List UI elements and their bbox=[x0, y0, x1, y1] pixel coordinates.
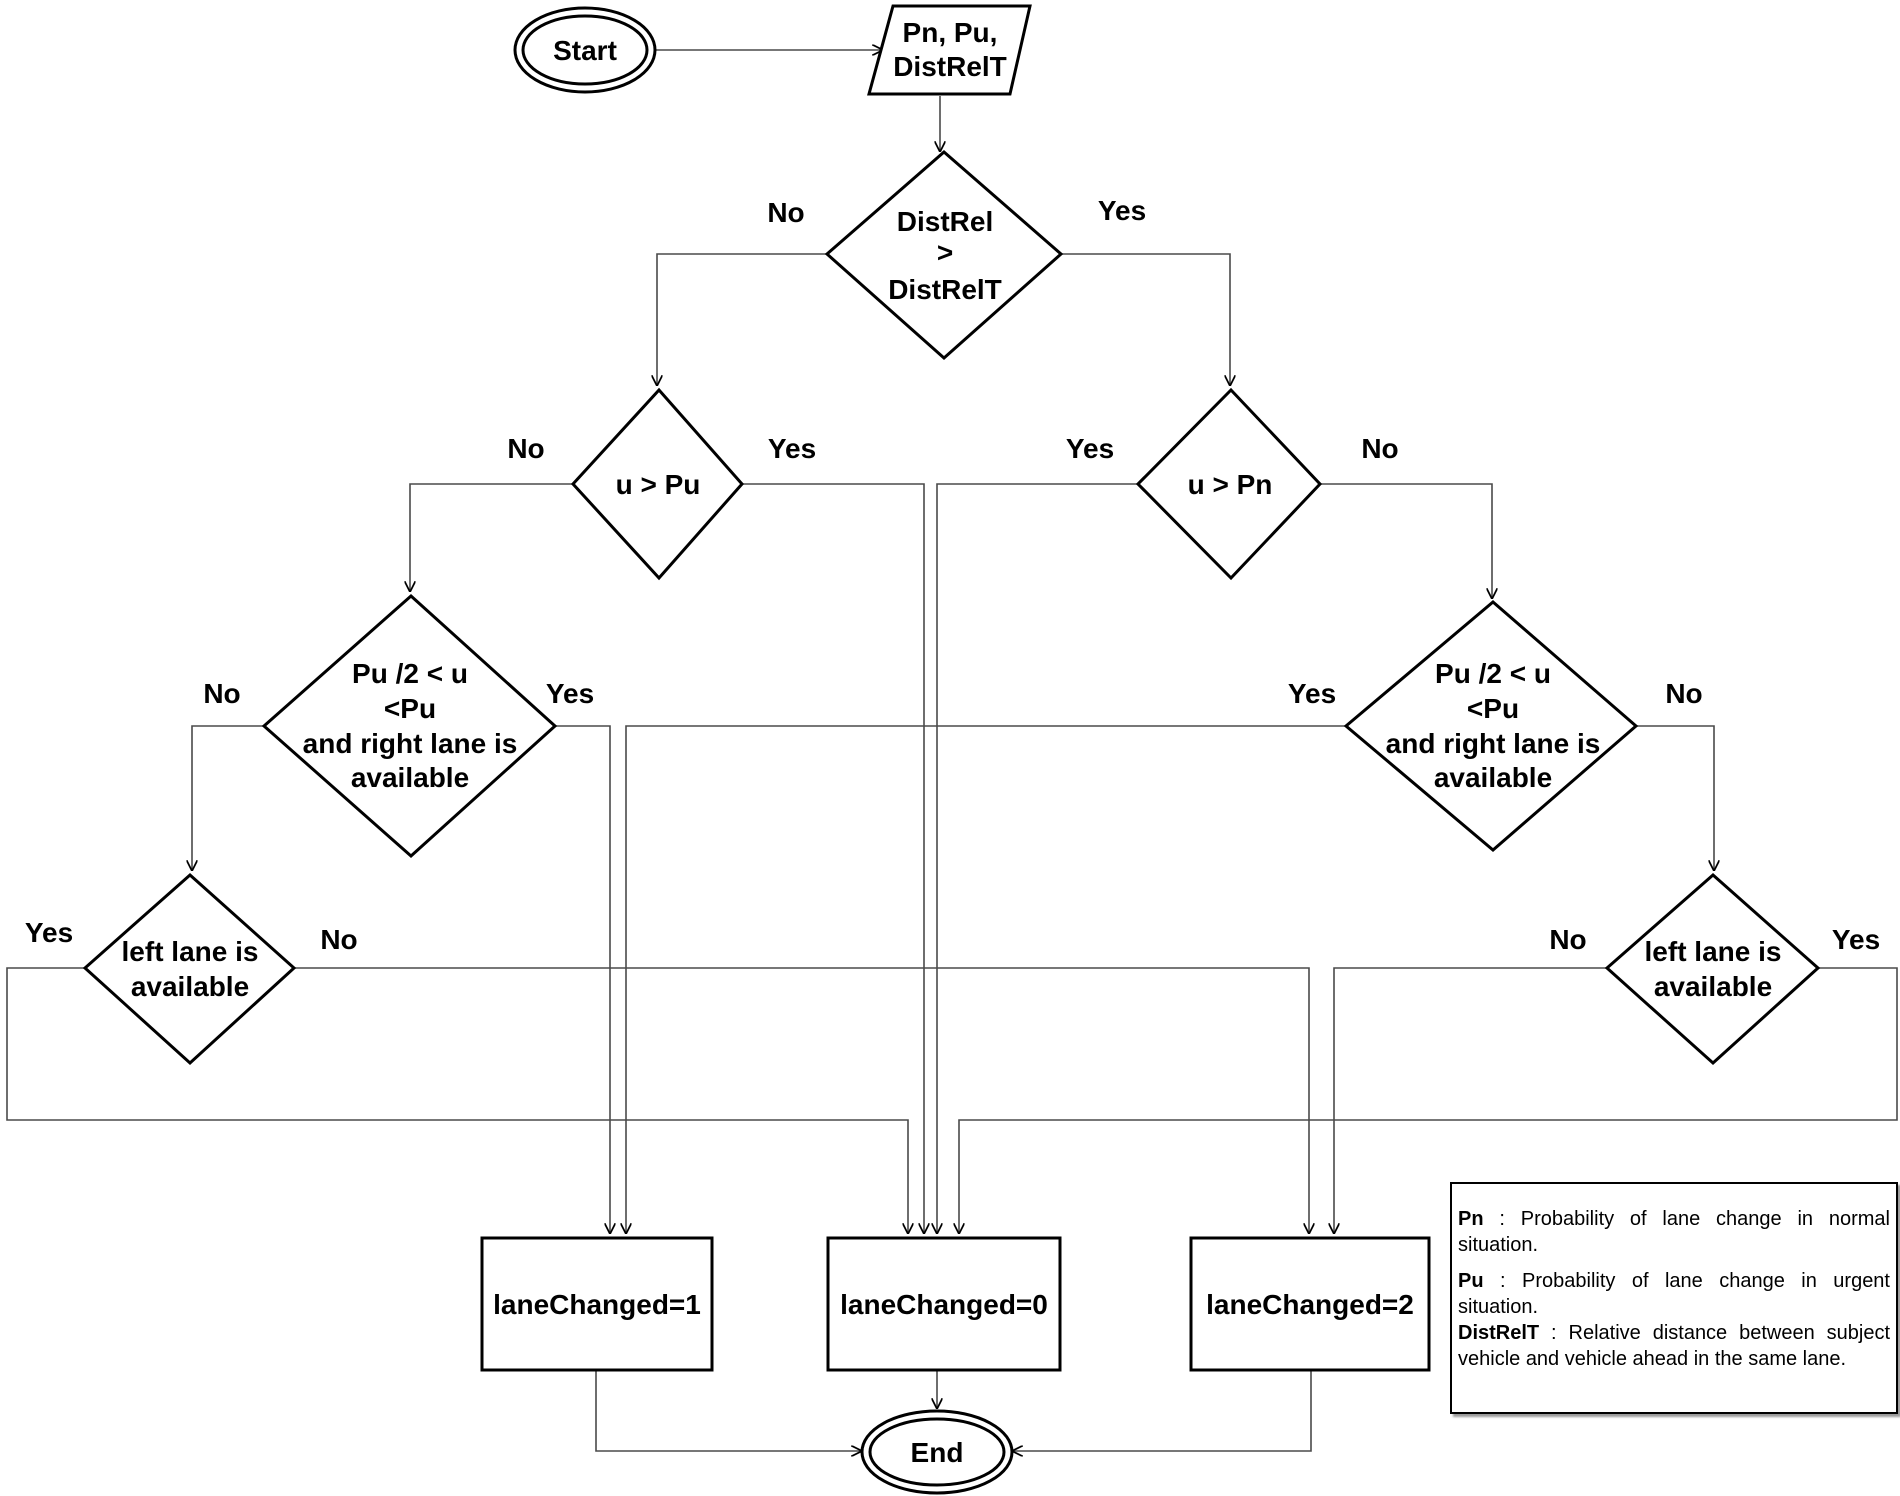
edge-dist-yes bbox=[1058, 253, 1230, 386]
left-range-line-3: and right lane is bbox=[303, 728, 518, 759]
result-2-box bbox=[1189, 1236, 1431, 1372]
right-range-line-4: available bbox=[1434, 762, 1552, 793]
legend-pu-definition: : Probability of lane change in urgent s… bbox=[1458, 1270, 1890, 1318]
edge-left-lane-left-yes bbox=[6, 967, 908, 1234]
edge-u-pu-yes bbox=[742, 483, 924, 1234]
left-range-decision-diamond bbox=[261, 593, 558, 859]
legend-box: Pn : Probability of lane change in norma… bbox=[1450, 1182, 1898, 1414]
u-pn-no-label: No bbox=[1361, 433, 1398, 464]
left-range-line-1: Pu /2 < u bbox=[352, 658, 468, 689]
left-range-line-4: available bbox=[351, 762, 469, 793]
right-range-line-1: Pu /2 < u bbox=[1435, 658, 1551, 689]
dist-decision-line-2: > bbox=[937, 237, 953, 268]
left-lane-right-line-1: left lane is bbox=[1645, 936, 1782, 967]
u-pn-yes-label: Yes bbox=[1066, 433, 1114, 464]
edge-left-lane-left-no bbox=[294, 967, 1309, 1234]
dist-no-label: No bbox=[767, 197, 804, 228]
u-pn-decision-label: u > Pn bbox=[1188, 469, 1273, 500]
result-2-label: laneChanged=2 bbox=[1206, 1289, 1414, 1320]
right-range-line-3: and right lane is bbox=[1386, 728, 1601, 759]
edge-right-range-no bbox=[1636, 725, 1714, 871]
edge-u-pn-yes bbox=[937, 483, 1138, 1234]
dist-decision-line-1: DistRel bbox=[897, 206, 993, 237]
connectors bbox=[6, 50, 1898, 1451]
edge-u-pn-no bbox=[1320, 483, 1492, 599]
node-labels: Start Pn, Pu, DistRelT DistRel > DistRel… bbox=[122, 17, 1782, 1468]
end-terminal-inner bbox=[868, 1417, 1006, 1487]
left-lane-left-line-1: left lane is bbox=[122, 936, 259, 967]
edge-u-pu-no bbox=[410, 483, 573, 592]
left-lane-decision-left-diamond bbox=[82, 872, 297, 1066]
u-pu-no-label: No bbox=[507, 433, 544, 464]
left-lane-left-yes-label: Yes bbox=[25, 917, 73, 948]
edge-dist-no bbox=[657, 253, 827, 386]
shapes bbox=[82, 4, 1821, 1495]
left-lane-decision-right-diamond bbox=[1604, 873, 1821, 1066]
right-range-yes-label: Yes bbox=[1288, 678, 1336, 709]
result-0-box bbox=[826, 1236, 1062, 1372]
start-label: Start bbox=[553, 35, 617, 66]
legend-pn: Pn : Probability of lane change in norma… bbox=[1458, 1206, 1890, 1258]
dist-decision-line-3: DistRelT bbox=[888, 274, 1002, 305]
right-range-line-2: <Pu bbox=[1467, 693, 1519, 724]
end-label: End bbox=[911, 1437, 964, 1468]
edge-left-lane-right-no bbox=[1334, 967, 1607, 1234]
left-range-line-2: <Pu bbox=[384, 693, 436, 724]
u-pu-decision-label: u > Pu bbox=[616, 469, 701, 500]
result-0-label: laneChanged=0 bbox=[840, 1289, 1048, 1320]
left-range-yes-label: Yes bbox=[546, 678, 594, 709]
dist-yes-label: Yes bbox=[1098, 195, 1146, 226]
edge-result-1-to-end bbox=[595, 1370, 862, 1451]
legend-pu-term: Pu bbox=[1458, 1270, 1484, 1292]
legend-pn-definition: : Probability of lane change in normal s… bbox=[1458, 1208, 1890, 1256]
edge-left-range-no bbox=[192, 725, 264, 871]
legend-pn-term: Pn bbox=[1458, 1208, 1484, 1230]
edge-labels: No Yes No Yes Yes No No Yes Yes No Yes N… bbox=[25, 195, 1880, 955]
left-lane-right-yes-label: Yes bbox=[1832, 924, 1880, 955]
legend-distrelt-definition: : Relative distance between subject vehi… bbox=[1458, 1322, 1890, 1370]
legend-distrelt: DistRelT : Relative distance between sub… bbox=[1458, 1320, 1890, 1372]
left-range-no-label: No bbox=[203, 678, 240, 709]
edge-left-range-yes bbox=[555, 725, 610, 1234]
input-parallelogram bbox=[867, 4, 1032, 96]
legend-pu: Pu : Probability of lane change in urgen… bbox=[1458, 1268, 1890, 1320]
u-pu-decision-diamond bbox=[570, 387, 745, 581]
edge-left-lane-right-yes bbox=[959, 967, 1898, 1234]
u-pn-decision-diamond bbox=[1135, 387, 1323, 581]
left-lane-right-line-2: available bbox=[1654, 971, 1772, 1002]
start-terminal-inner bbox=[521, 14, 649, 86]
input-label-line-2: DistRelT bbox=[893, 51, 1007, 82]
result-1-label: laneChanged=1 bbox=[493, 1289, 701, 1320]
left-lane-right-no-label: No bbox=[1549, 924, 1586, 955]
u-pu-yes-label: Yes bbox=[768, 433, 816, 464]
input-label-line-1: Pn, Pu, bbox=[903, 17, 998, 48]
edge-right-range-yes bbox=[626, 725, 1346, 1234]
result-1-box bbox=[480, 1236, 714, 1372]
left-lane-left-line-2: available bbox=[131, 971, 249, 1002]
left-lane-left-no-label: No bbox=[320, 924, 357, 955]
dist-decision-diamond bbox=[824, 150, 1064, 361]
right-range-decision-diamond bbox=[1343, 600, 1639, 852]
edge-result-2-to-end bbox=[1012, 1370, 1312, 1451]
right-range-no-label: No bbox=[1665, 678, 1702, 709]
legend-distrelt-term: DistRelT bbox=[1458, 1322, 1540, 1344]
